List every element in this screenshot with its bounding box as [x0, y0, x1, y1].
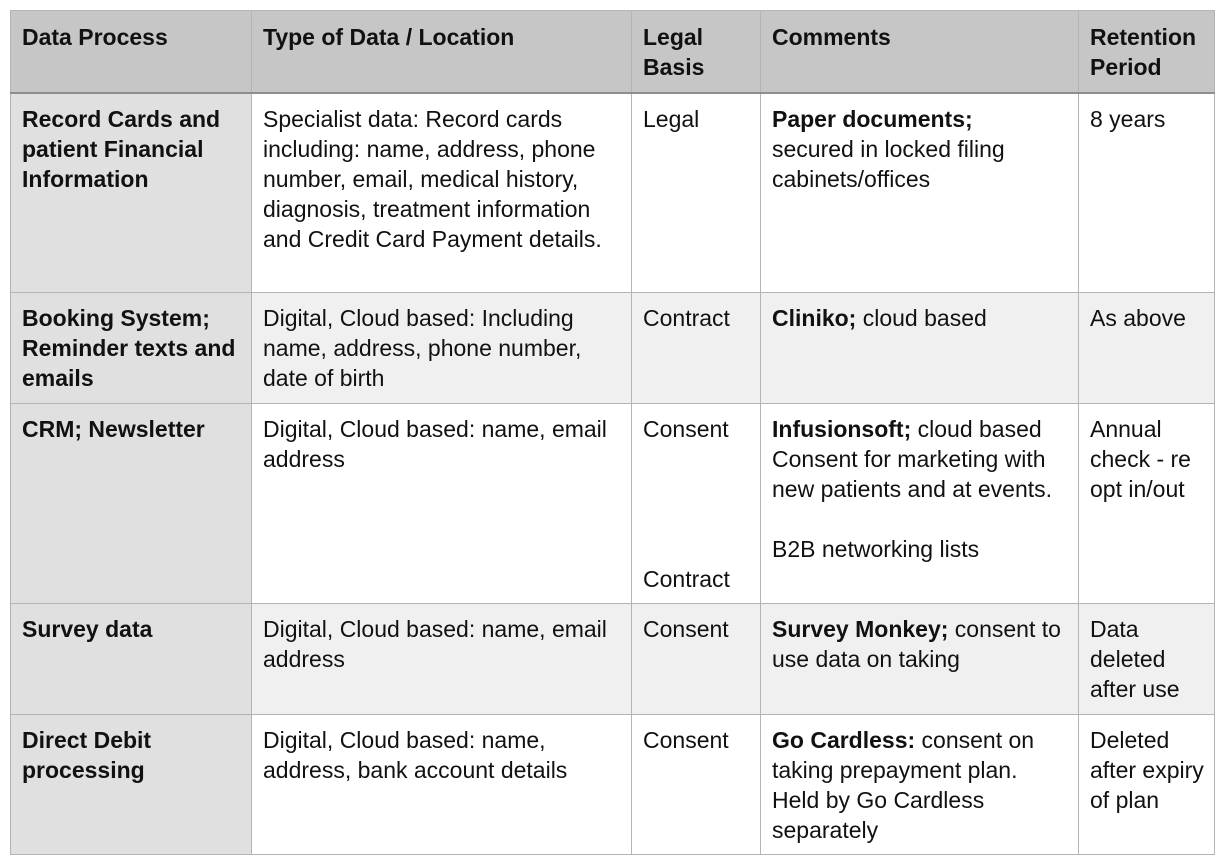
comment-text: consent on taking prepayment plan. Held …	[772, 727, 1035, 843]
cell-type-of-data: Digital, Cloud based: Including name, ad…	[251, 292, 632, 404]
cell-type-of-data: Digital, Cloud based: name, address, ban…	[251, 714, 632, 855]
cell-comments: Paper documents; secured in locked filin…	[760, 92, 1079, 293]
comment-bold: Go Cardless:	[772, 727, 916, 753]
table-body: Record Cards and patient Financial Infor…	[10, 92, 1215, 855]
comment-bold: Cliniko;	[772, 305, 857, 331]
header-comments: Comments	[760, 10, 1079, 94]
cell-data-process: Record Cards and patient Financial Infor…	[10, 92, 252, 293]
header-legal-basis-line2: Basis	[643, 54, 705, 80]
cell-data-process: Booking System; Reminder texts and email…	[10, 292, 252, 404]
cell-legal-basis: Consent	[631, 714, 761, 855]
cell-legal-basis: Legal	[631, 92, 761, 293]
header-data-process: Data Process	[10, 10, 252, 94]
comment-bold: Infusionsoft;	[772, 416, 912, 442]
table-row: Record Cards and patient Financial Infor…	[10, 92, 1215, 293]
cell-type-of-data: Digital, Cloud based: name, email addres…	[251, 403, 632, 604]
cell-data-process: CRM; Newsletter	[10, 403, 252, 604]
legal-basis-secondary: Contract	[643, 566, 730, 592]
table-row: Direct Debit processing Digital, Cloud b…	[10, 714, 1215, 855]
cell-retention-period: Data deleted after use	[1078, 603, 1215, 715]
legal-basis-primary: Consent	[643, 416, 729, 442]
header-legal-basis-line1: Legal	[643, 24, 704, 50]
comment-text: cloud based	[856, 305, 987, 331]
cell-type-of-data: Digital, Cloud based: name, email addres…	[251, 603, 632, 715]
table-row: CRM; Newsletter Digital, Cloud based: na…	[10, 403, 1215, 604]
comment-bold: Paper documents;	[772, 105, 973, 132]
header-retention-period: Retention Period	[1078, 10, 1215, 94]
cell-type-of-data: Specialist data: Record cards including:…	[251, 92, 632, 293]
header-retention-line2: Period	[1090, 54, 1162, 80]
cell-data-process: Direct Debit processing	[10, 714, 252, 855]
cell-comments: Go Cardless: consent on taking prepaymen…	[760, 714, 1079, 855]
comment-text: secured in locked filing cabinets/office…	[772, 135, 1005, 192]
header-retention-line1: Retention	[1090, 24, 1197, 50]
header-row: Data Process Type of Data / Location Leg…	[10, 10, 1215, 94]
cell-comments: Survey Monkey; consent to use data on ta…	[760, 603, 1079, 715]
cell-comments: Infusionsoft; cloud based Consent for ma…	[760, 403, 1079, 604]
comment-bold: Survey Monkey;	[772, 616, 949, 642]
cell-legal-basis: Contract	[631, 292, 761, 404]
comment-extra: B2B networking lists	[772, 536, 980, 562]
comment-text: consent to use data on taking	[772, 616, 1061, 672]
cell-retention-period: Annual check - re opt in/out	[1078, 403, 1215, 604]
comment-text: cloud based Consent for marketing with n…	[772, 416, 1053, 502]
data-retention-table: Data Process Type of Data / Location Leg…	[10, 10, 1215, 855]
cell-legal-basis: Consent Contract	[631, 403, 761, 604]
table-row: Survey data Digital, Cloud based: name, …	[10, 603, 1215, 715]
cell-retention-period: Deleted after expiry of plan	[1078, 714, 1215, 855]
table-row: Booking System; Reminder texts and email…	[10, 292, 1215, 404]
cell-retention-period: As above	[1078, 292, 1215, 404]
cell-retention-period: 8 years	[1078, 92, 1215, 293]
cell-comments: Cliniko; cloud based	[760, 292, 1079, 404]
header-legal-basis: Legal Basis	[631, 10, 761, 94]
table-header: Data Process Type of Data / Location Leg…	[10, 10, 1215, 94]
header-type-of-data: Type of Data / Location	[251, 10, 632, 94]
cell-data-process: Survey data	[10, 603, 252, 715]
cell-legal-basis: Consent	[631, 603, 761, 715]
